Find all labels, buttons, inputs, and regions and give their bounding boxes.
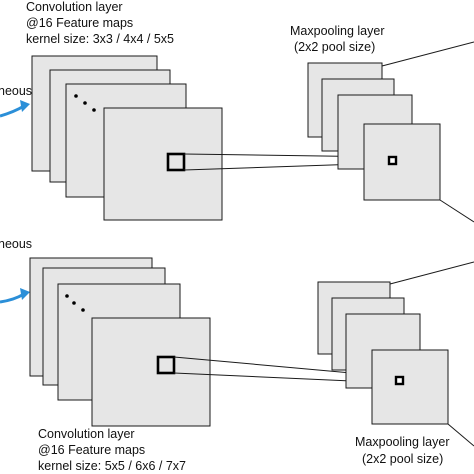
bottom-pool-stack (317, 281, 449, 425)
top-input-arrow (0, 100, 30, 118)
bottom-conv-kernel-size: kernel size: 5x5 / 6x6 / 7x7 (38, 459, 186, 473)
bottom-pool-size: (2x2 pool size) (362, 452, 444, 466)
top-pool-stack (307, 62, 441, 201)
top-conv-feature-maps: @16 Feature maps (26, 16, 134, 30)
top-next-link-2 (439, 199, 474, 223)
top-next-link-1 (381, 41, 474, 67)
top-conv-map-4 (103, 107, 223, 221)
bottom-conv-feature-maps: @16 Feature maps (38, 443, 146, 457)
bottom-conv-kernel-window (156, 355, 176, 375)
bottom-conv-stack (29, 257, 211, 427)
top-input-label: neous (0, 84, 33, 98)
bottom-conv-map-4 (91, 317, 211, 427)
top-conv-stack (31, 55, 223, 221)
bottom-conv-dots (65, 294, 85, 312)
bottom-next-link-2 (447, 423, 474, 447)
top-pool-map-4 (363, 123, 441, 201)
bottom-conv-title: Convolution layer (38, 427, 135, 441)
bottom-input-arrow (0, 288, 30, 304)
top-conv-kernel-window (166, 152, 186, 172)
top-pool-window (387, 155, 398, 166)
bottom-next-link-1 (389, 261, 474, 285)
top-conv-dots (74, 94, 96, 112)
top-pool-size: (2x2 pool size) (294, 40, 376, 54)
bottom-pool-window (394, 375, 405, 386)
top-conv-title: Convolution layer (26, 0, 123, 14)
top-conv-kernel-size: kernel size: 3x3 / 4x4 / 5x5 (26, 32, 174, 46)
top-pool-title: Maxpooling layer (290, 24, 385, 38)
bottom-input-label: neous (0, 237, 33, 251)
bottom-pool-map-4 (371, 349, 449, 425)
bottom-pool-title: Maxpooling layer (355, 435, 450, 449)
